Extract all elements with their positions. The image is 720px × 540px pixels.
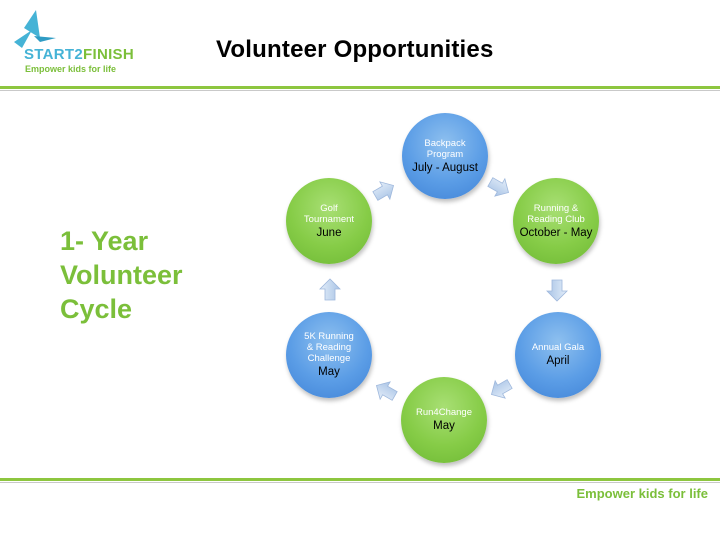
arrow-up-right-icon xyxy=(372,181,395,201)
node-label: Annual Gala xyxy=(531,342,585,353)
logo-wordmark-finish: FINISH xyxy=(83,46,134,63)
cycle-node-running-reading-club: Running & Reading Club October - May xyxy=(513,178,599,264)
arrow-down-left-icon xyxy=(490,379,513,399)
footer-tagline: Empower kids for life xyxy=(576,486,708,501)
footer-divider-shadow xyxy=(0,482,720,483)
logo-wordmark: START2FINISH xyxy=(24,46,134,63)
cycle-heading-line3: Cycle xyxy=(60,294,133,324)
node-label: 5K Running & Reading Challenge xyxy=(304,331,354,364)
logo-bird-icon xyxy=(14,10,56,48)
cycle-node-golf-tournament: Golf Tournament June xyxy=(286,178,372,264)
node-label: Run4Change xyxy=(416,407,472,418)
cycle-heading-line1: 1- Year xyxy=(60,226,149,256)
node-label: Backpack Program xyxy=(424,137,466,160)
header-divider-shadow xyxy=(0,90,720,91)
node-label: Golf Tournament xyxy=(303,202,355,225)
arrow-up-left-icon xyxy=(375,381,398,401)
start2finish-logo xyxy=(10,8,160,80)
cycle-node-annual-gala: Annual Gala April xyxy=(515,312,601,398)
logo-tagline: Empower kids for life xyxy=(25,64,117,74)
cycle-heading: 1- Year Volunteer Cycle xyxy=(60,224,183,326)
node-period: October - May xyxy=(519,226,593,239)
node-period: May xyxy=(318,366,340,378)
logo-wordmark-start: START2 xyxy=(24,46,84,63)
cycle-heading-line2: Volunteer xyxy=(60,260,183,290)
node-label: Running & Reading Club xyxy=(527,202,585,225)
arrow-right-icon xyxy=(487,177,510,197)
node-period: June xyxy=(316,226,342,239)
cycle-node-5k-running-reading-challenge: 5K Running & Reading Challenge May xyxy=(286,312,372,398)
cycle-node-backpack-program: Backpack Program July - August xyxy=(402,113,488,199)
arrow-down-icon xyxy=(546,279,568,302)
node-period: May xyxy=(433,420,455,432)
cycle-node-run4change: Run4Change May xyxy=(401,377,487,463)
arrow-up-icon xyxy=(319,278,341,301)
node-period: July - August xyxy=(412,161,478,174)
footer-divider xyxy=(0,478,720,481)
page-title: Volunteer Opportunities xyxy=(216,36,494,63)
header-divider xyxy=(0,86,720,89)
node-period: April xyxy=(546,355,570,367)
